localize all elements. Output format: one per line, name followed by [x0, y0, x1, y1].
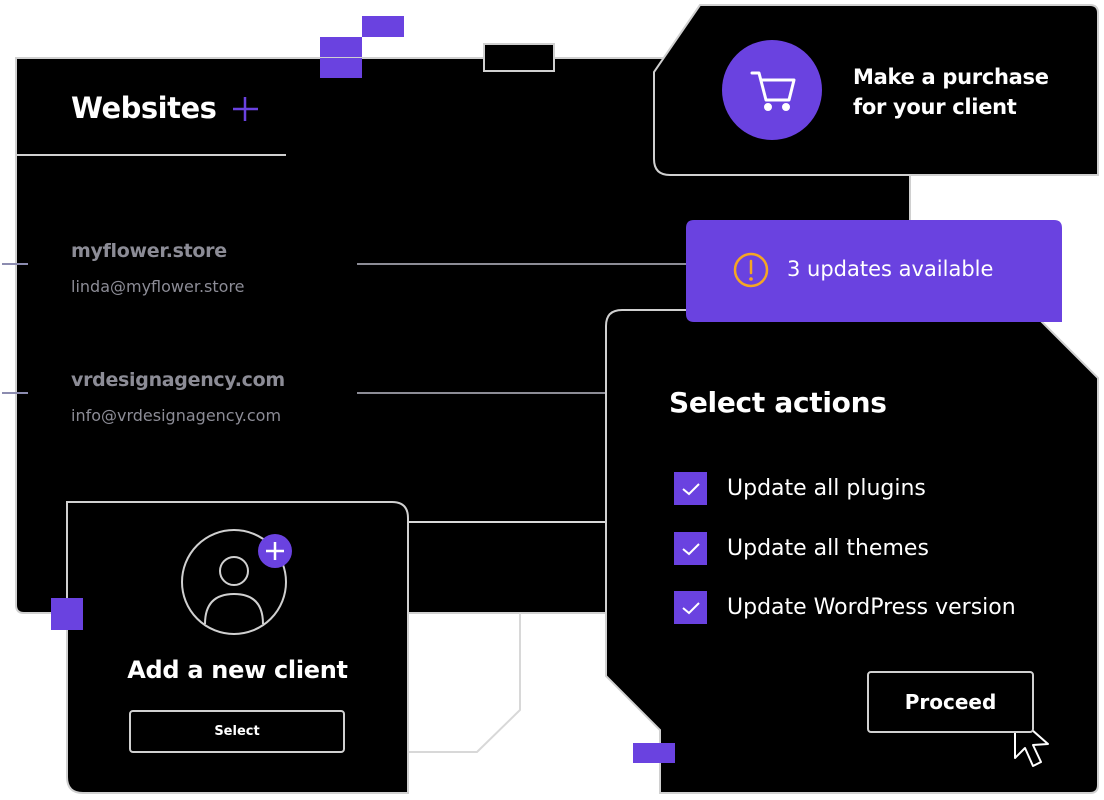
check-icon: [681, 482, 700, 495]
purchase-line2: for your client: [853, 95, 1017, 119]
check-icon: [681, 601, 700, 614]
actions-title: Select actions: [669, 386, 887, 419]
website-domain[interactable]: myflower.store: [71, 240, 227, 262]
select-client-button[interactable]: Select: [129, 710, 345, 753]
decor-square: [362, 16, 404, 37]
option-update-wordpress[interactable]: Update WordPress version: [674, 591, 1016, 624]
decor-rect: [483, 43, 555, 72]
option-label: Update all themes: [727, 536, 929, 561]
proceed-button[interactable]: Proceed: [867, 671, 1034, 733]
purchase-line1: Make a purchase: [853, 65, 1049, 89]
plus-icon[interactable]: [233, 97, 258, 121]
checkbox-checked[interactable]: [674, 532, 707, 565]
checkbox-checked[interactable]: [674, 591, 707, 624]
updates-text: 3 updates available: [787, 257, 994, 281]
purchase-text[interactable]: Make a purchase for your client: [853, 62, 1049, 122]
option-label: Update all plugins: [727, 476, 926, 501]
option-update-plugins[interactable]: Update all plugins: [674, 472, 926, 505]
warning-icon: [733, 252, 769, 288]
website-domain[interactable]: vrdesignagency.com: [71, 369, 285, 391]
updates-banner: [686, 220, 1062, 322]
user-add-icon: [181, 529, 287, 635]
new-client-title: Add a new client: [127, 656, 348, 684]
website-email: info@vrdesignagency.com: [71, 406, 282, 425]
checkbox-checked[interactable]: [674, 472, 707, 505]
website-email: linda@myflower.store: [71, 277, 245, 296]
websites-title: Websites: [71, 91, 217, 125]
option-update-themes[interactable]: Update all themes: [674, 532, 929, 565]
option-label: Update WordPress version: [727, 595, 1016, 620]
cart-icon: [750, 71, 796, 111]
cart-icon-circle: [722, 40, 822, 140]
check-icon: [681, 542, 700, 555]
